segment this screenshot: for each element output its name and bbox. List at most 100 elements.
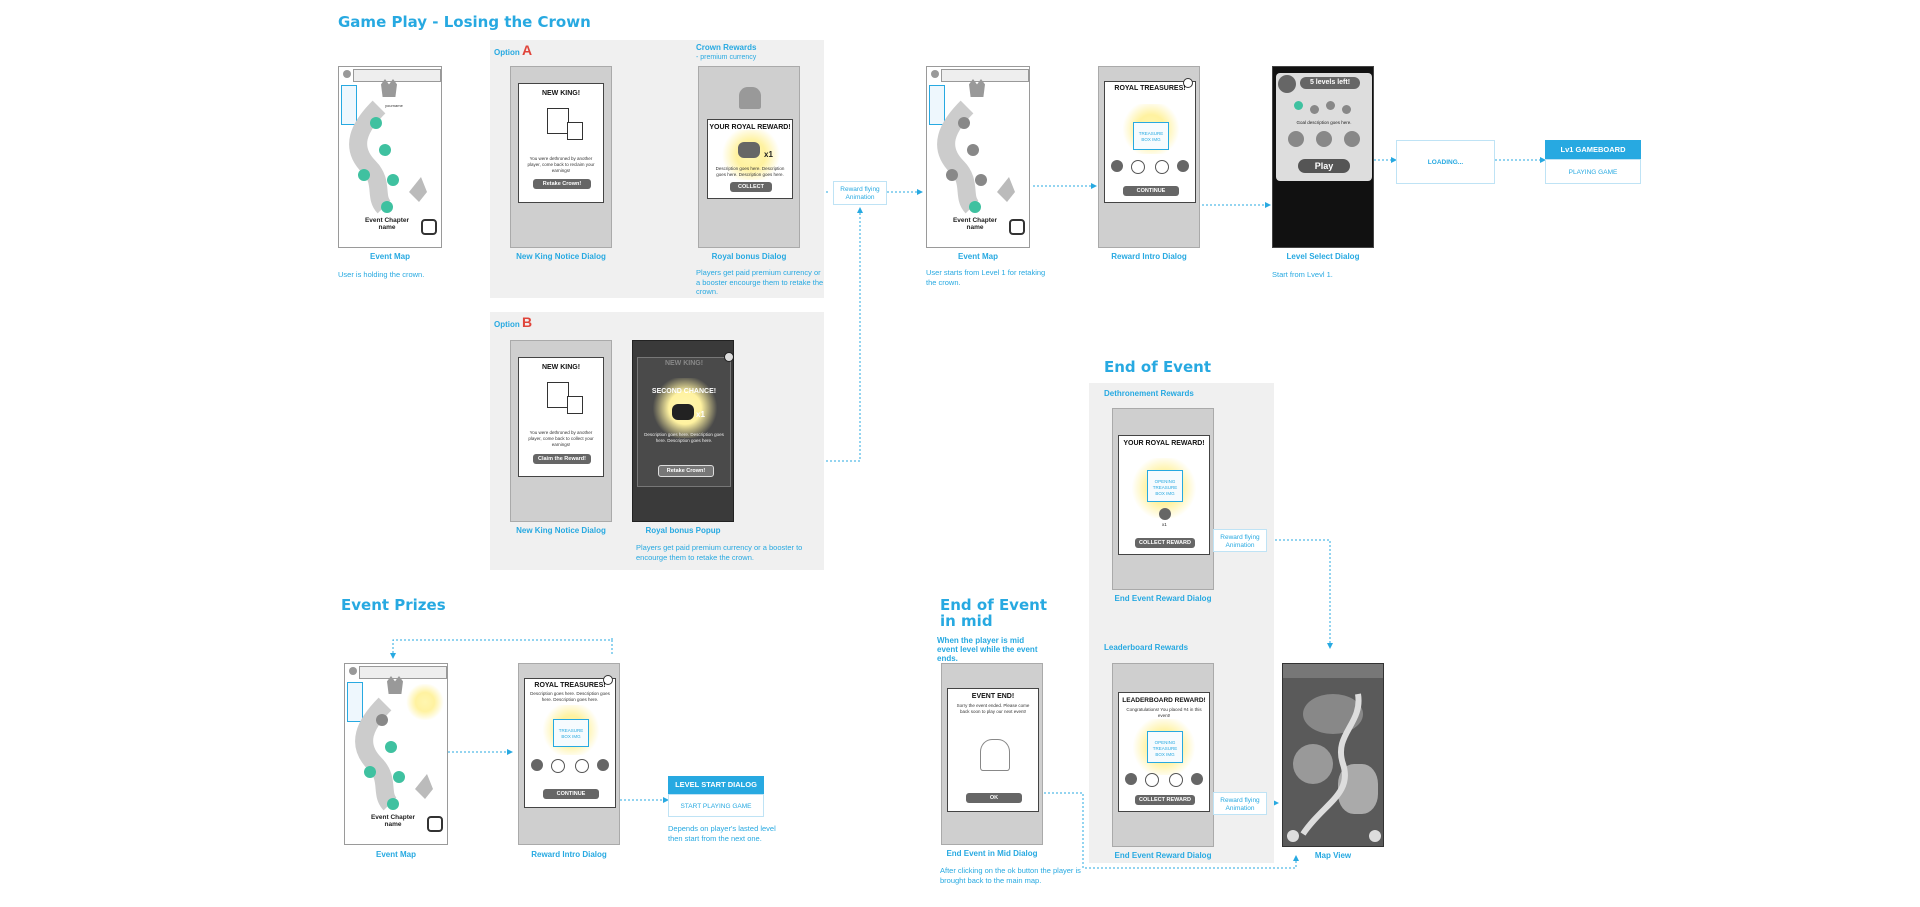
mid-event-note: When the player is mid event level while…: [937, 636, 1038, 663]
play-button[interactable]: Play: [1298, 159, 1350, 173]
exit-button[interactable]: [421, 219, 437, 235]
map-path: [349, 100, 427, 214]
exit-button[interactable]: [427, 816, 443, 832]
map-road: [1300, 693, 1362, 836]
menu-icon[interactable]: [931, 70, 939, 78]
royal-bonus-popup-screen: NEW KING! SECOND CHANCE! x1 Description …: [632, 340, 734, 522]
map-view-screen: [1282, 663, 1384, 847]
caption-event-map-3: Event Map: [375, 850, 416, 859]
caption-royal-bonus-popup: Royal bonus Popup: [645, 526, 721, 535]
your-royal-reward-dialog: YOUR ROYAL REWARD! OPENING TREASURE BOX …: [1118, 435, 1210, 555]
fox-mascot-icon: [739, 87, 761, 109]
royal-bonus-screen: YOUR ROYAL REWARD! x1 Description goes h…: [698, 66, 800, 248]
event-icon[interactable]: [1369, 830, 1381, 842]
note-premium-b: Players get paid premium currency or a b…: [636, 543, 803, 562]
dialog-title-faded: NEW KING!: [664, 360, 704, 367]
caption-end-event-1: End Event Reward Dialog: [1114, 594, 1212, 603]
level-start-sub: START PLAYING GAME: [668, 794, 764, 817]
claim-reward-button[interactable]: Claim the Reward!: [533, 454, 591, 464]
crown-rewards-subtitle: - premium currency: [696, 54, 757, 61]
map-path: [355, 697, 433, 811]
caption-level-select: Level Select Dialog: [1286, 252, 1360, 261]
dialog-text: You were dethroned by another player, co…: [527, 156, 595, 173]
continue-button-2[interactable]: CONTINUE: [543, 789, 599, 799]
crown-icon: [969, 79, 985, 97]
dialog-text: Sorry the event ended. Please come back …: [956, 703, 1030, 714]
prize-row: [1125, 773, 1205, 787]
connector: [1040, 792, 1299, 869]
crown-icon: [381, 79, 397, 97]
gem-icon: [1155, 160, 1169, 174]
dialog-title: NEW KING!: [541, 90, 581, 97]
coin-icon: [1131, 160, 1145, 174]
gem-icon: [1169, 773, 1183, 787]
level-start-box: LEVEL START DIALOG: [668, 776, 764, 794]
menu-icon[interactable]: [343, 70, 351, 78]
loading-box: LOADING...: [1396, 140, 1495, 184]
collect-reward-button-2[interactable]: COLLECT REWARD: [1135, 795, 1195, 805]
prize-row: [531, 759, 611, 773]
crown-icon: [387, 676, 403, 694]
booster-icon: [1159, 508, 1171, 520]
retake-crown-button[interactable]: Retake Crown!: [533, 179, 591, 189]
caption-event-map: Event Map: [369, 252, 410, 261]
dialog-text: Description goes here. Description goes …: [530, 691, 610, 702]
dialog-title: LEADERBOARD REWARD!: [1122, 697, 1206, 704]
level-select-dialog: 5 levels left! Goal description goes her…: [1276, 73, 1372, 181]
treasure-image: TREASURE BOX IMG: [553, 719, 589, 747]
continue-button[interactable]: CONTINUE: [1123, 186, 1179, 196]
gameboard-box: Lv1 GAMEBOARD: [1545, 140, 1641, 159]
caption-reward-intro: Reward Intro Dialog: [1111, 252, 1187, 261]
close-icon[interactable]: [724, 352, 734, 362]
reward-count: x1: [1162, 522, 1167, 527]
royal-bonus-popup: NEW KING! SECOND CHANCE! x1 Description …: [637, 352, 734, 487]
reward-count: x1: [696, 410, 705, 419]
ok-button[interactable]: OK: [966, 793, 1022, 803]
heading-gameplay: Game Play - Losing the Crown: [338, 13, 591, 31]
dialog-text: You were dethroned by another player, co…: [528, 430, 594, 447]
reward-intro-screen: ROYAL TREASURES! TREASURE BOX IMG CONTIN…: [1098, 66, 1200, 248]
royal-reward-dialog: YOUR ROYAL REWARD! x1 Description goes h…: [707, 119, 793, 199]
close-icon[interactable]: [603, 675, 613, 685]
rival-avatar: [567, 122, 583, 140]
side-panel: [347, 682, 363, 722]
collect-button[interactable]: COLLECT: [730, 182, 772, 192]
booster-row: [1288, 131, 1360, 149]
levels-left-banner: 5 levels left!: [1300, 77, 1360, 89]
top-bar: [1283, 664, 1383, 678]
dialog-title: NEW KING!: [541, 364, 581, 371]
retake-crown-button[interactable]: Retake Crown!: [658, 465, 714, 477]
reward-count: x1: [764, 150, 773, 159]
leaderboard-reward-dialog: LEADERBOARD REWARD! Congratulations! You…: [1118, 692, 1210, 812]
menu-icon[interactable]: [349, 667, 357, 675]
connector: [390, 638, 613, 659]
level-dots: [1282, 101, 1366, 115]
dialog-title: YOUR ROYAL REWARD!: [1123, 440, 1205, 447]
note-after-ok: After clicking on the ok button the play…: [940, 866, 1081, 885]
opening-box-image: OPENING TREASURE BOX IMG: [1147, 731, 1183, 763]
new-king-dialog-a: NEW KING! You were dethroned by another …: [518, 83, 604, 203]
end-event-mid-screen: EVENT END! Sorry the event ended. Please…: [941, 663, 1043, 845]
connector: [1267, 539, 1333, 649]
close-icon[interactable]: [1183, 78, 1193, 88]
option-b-label: Option B: [494, 314, 533, 330]
reward-animation-box-3: Reward flying Animation: [1213, 792, 1267, 815]
end-event-screen-2: LEADERBOARD REWARD! Congratulations! You…: [1112, 663, 1214, 847]
settings-icon[interactable]: [1287, 830, 1299, 842]
treasure-image: TREASURE BOX IMG: [1133, 122, 1169, 150]
event-end-dialog: EVENT END! Sorry the event ended. Please…: [947, 688, 1039, 812]
map-username: yourname: [385, 103, 403, 108]
dialog-title: ROYAL TREASURES!: [1114, 85, 1186, 92]
end-event-screen-1: YOUR ROYAL REWARD! OPENING TREASURE BOX …: [1112, 408, 1214, 590]
leaderboard-title: Leaderboard Rewards: [1104, 643, 1189, 652]
caption-royal-bonus: Royal bonus Dialog: [711, 252, 787, 261]
note-premium-a: Players get paid premium currency or a b…: [696, 268, 824, 296]
new-king-dialog-b: NEW KING! You were dethroned by another …: [518, 357, 604, 477]
collect-reward-button[interactable]: COLLECT REWARD: [1135, 538, 1195, 548]
exit-button[interactable]: [1009, 219, 1025, 235]
rival-avatar: [567, 396, 583, 414]
